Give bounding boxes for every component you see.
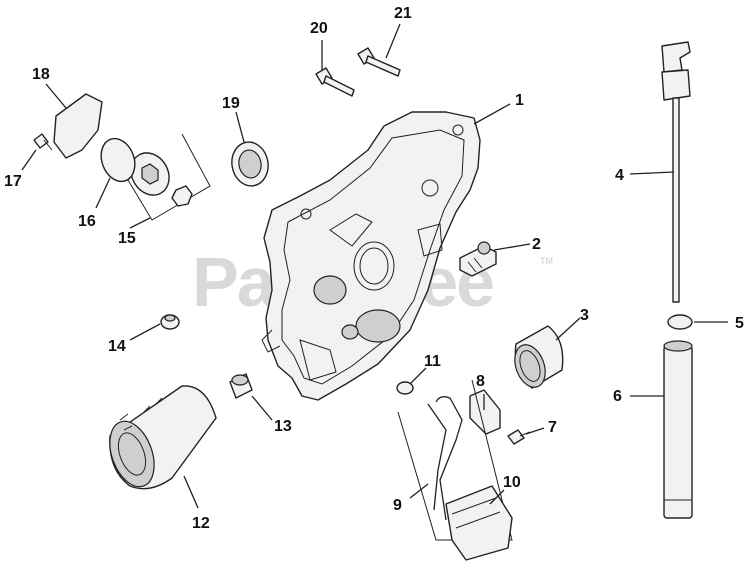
callout-1: 1 [515,92,524,109]
part-19-seal[interactable] [228,139,271,189]
callout-labels: 1 2 3 4 5 6 7 8 9 10 11 12 13 14 15 16 1… [4,5,744,532]
callout-6: 6 [613,388,622,405]
leader-lines [21,23,728,509]
callout-11: 11 [424,353,441,370]
watermark-trademark: TM [540,256,553,266]
callout-7: 7 [548,419,557,436]
part-2-fitting[interactable] [459,241,497,277]
part-17-screw[interactable] [33,133,53,151]
part-10-filter-screen[interactable] [445,485,513,561]
part-21-bolt[interactable] [357,47,401,77]
part-11-o-ring[interactable] [396,381,414,395]
callout-12: 12 [192,515,210,532]
part-1-crankcase-cover[interactable] [261,111,481,401]
part-20-bolt[interactable] [315,67,355,97]
callout-19: 19 [222,95,240,112]
callout-10: 10 [503,474,521,491]
callout-18: 18 [32,66,50,83]
callout-2: 2 [532,236,541,253]
callout-9: 9 [393,497,402,514]
part-16-o-ring[interactable] [95,134,140,186]
part-15-bearing-nut[interactable] [121,133,211,221]
callout-14: 14 [108,338,126,355]
callout-5: 5 [735,315,744,332]
part-13-drain-plug[interactable] [229,373,253,399]
part-18-cover[interactable] [53,93,103,159]
part-5-o-ring[interactable] [667,314,693,330]
callout-3: 3 [580,307,589,324]
callout-21: 21 [394,5,412,22]
part-8-clip[interactable] [469,389,501,435]
callout-20: 20 [310,20,328,37]
callout-13: 13 [274,418,292,435]
part-6-dipstick-tube[interactable] [663,340,693,519]
part-3-bushing[interactable] [509,325,564,391]
callout-17: 17 [4,173,22,190]
callout-8: 8 [476,373,485,390]
callout-16: 16 [78,213,96,230]
callout-4: 4 [615,167,624,184]
part-14-plug[interactable] [160,314,180,330]
callout-15: 15 [118,230,136,247]
part-4-dipstick[interactable] [661,41,691,303]
part-7-screw[interactable] [507,429,531,445]
part-12-oil-filter[interactable] [102,385,217,493]
